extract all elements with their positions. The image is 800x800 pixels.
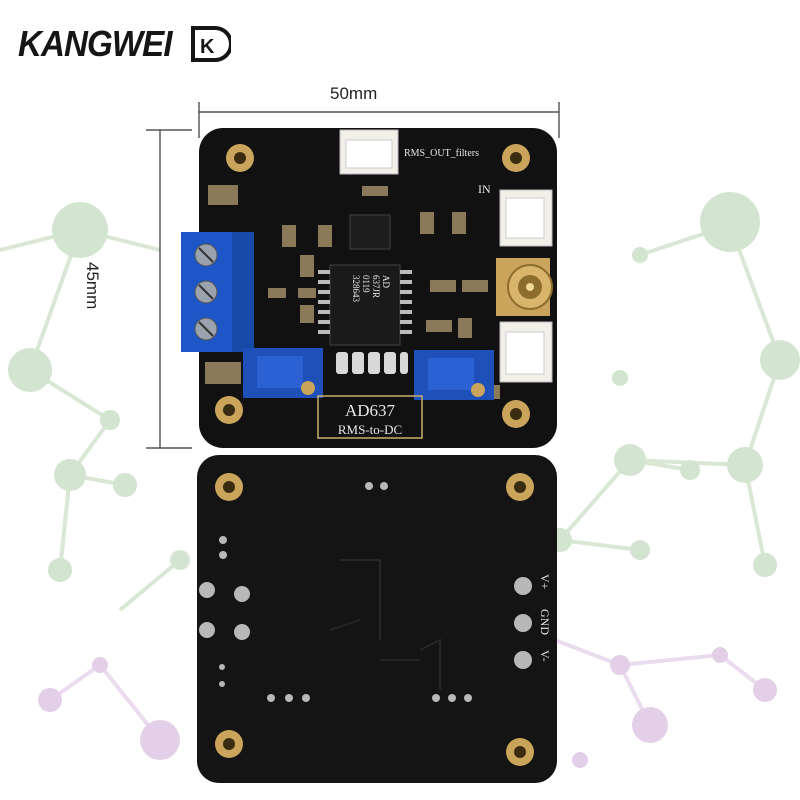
board-subtitle: RMS-to-DC [338, 422, 402, 437]
mounting-holes-back [215, 473, 534, 766]
board-title: AD637 [345, 401, 396, 420]
connector-label: RMS_OUT_filters [404, 148, 479, 159]
input-label: IN [478, 182, 491, 196]
back-label-gnd: GND [538, 609, 552, 635]
brand-logo: KANGWEI K [18, 22, 231, 66]
svg-text:637JR: 637JR [371, 275, 381, 298]
width-dimension-label: 50mm [330, 84, 378, 103]
svg-text:328643: 328643 [351, 275, 361, 303]
logo-mark-letter: K [200, 36, 215, 58]
svg-text:0119: 0119 [361, 275, 371, 293]
kangwei-logo-icon: K [191, 26, 231, 62]
svg-text:AD: AD [381, 275, 391, 288]
back-label-vplus: V+ [538, 574, 552, 590]
back-label-vminus: V- [538, 650, 552, 662]
chip-marking: AD 637JR 0119 328643 [351, 275, 391, 303]
mounting-holes-front [215, 144, 530, 428]
brand-logo-text: KANGWEI [18, 23, 173, 64]
